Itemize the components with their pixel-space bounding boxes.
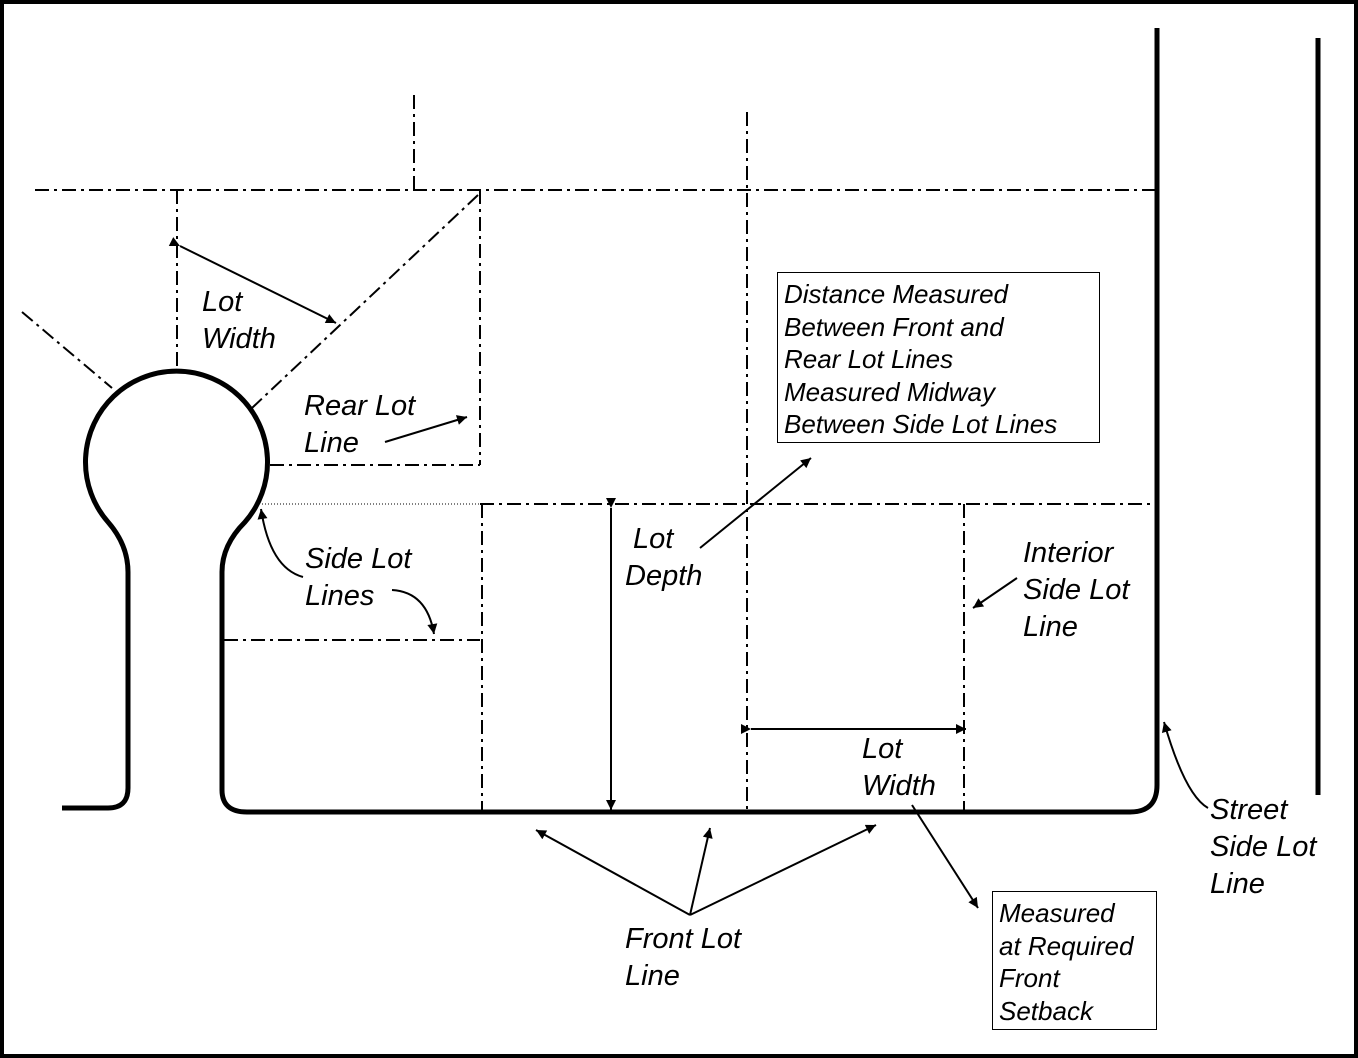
rear-lot-line-diagonal — [251, 194, 479, 409]
street-side-lot-line-label: Street Side Lot Line — [1210, 794, 1317, 900]
lot-width-note-arrow — [911, 804, 979, 909]
side-lot-lines-label: Side Lot Lines — [305, 543, 412, 612]
street-outline — [62, 28, 1321, 815]
side-lot-line-far-left — [21, 311, 113, 389]
side-lot-lines-arrow-1 — [257, 508, 304, 578]
lot-depth-note-arrow — [699, 457, 812, 549]
rear-lot-line-label: Rear Lot Line — [304, 390, 416, 459]
front-lot-line-label: Front Lot Line — [625, 923, 742, 992]
cul-de-sac-curb — [62, 28, 1160, 815]
lot-depth-label: Lot Depth — [625, 523, 703, 592]
front-lot-line-arrow-left — [535, 829, 691, 916]
lot-width-top-arrow — [168, 237, 337, 324]
arrows — [168, 237, 1209, 916]
front-lot-line-arrow-right — [689, 824, 877, 916]
lot-width-top-label: Lot Width — [202, 286, 276, 355]
front-lot-line-arrow-center — [689, 827, 713, 916]
interior-side-lot-line-label: Interior Side Lot Line — [1023, 537, 1130, 643]
street-side-lot-line-arrow — [1161, 721, 1209, 809]
lot-width-definition-note: Measured at Required Front Setback — [992, 891, 1157, 1030]
lot-width-bottom-label: Lot Width — [862, 733, 936, 802]
interior-side-lot-line-arrow — [972, 577, 1018, 609]
side-lot-lines-arrow-2 — [391, 589, 438, 635]
lot-lines — [21, 95, 1155, 812]
rear-lot-line-arrow — [384, 415, 468, 443]
lot-depth-definition-note: Distance Measured Between Front and Rear… — [777, 272, 1100, 443]
